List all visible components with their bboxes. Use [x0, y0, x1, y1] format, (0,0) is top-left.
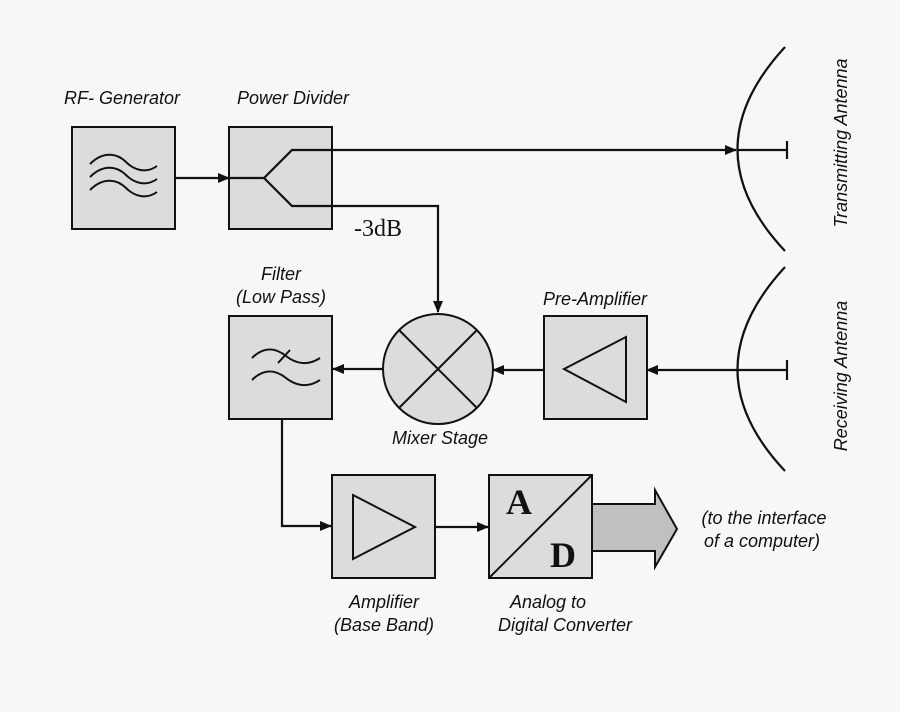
splitter-lower-branch	[263, 177, 332, 208]
rf-generator-label: RF- Generator	[64, 88, 181, 108]
output-arrow-icon	[591, 486, 679, 571]
sine-waves-icon	[89, 153, 158, 198]
output-label-line2: of a computer)	[704, 531, 820, 551]
receiving-antenna: Receiving Antenna	[736, 266, 851, 472]
adc-letter-a: A	[506, 482, 532, 522]
rf-generator-block: RF- Generator	[64, 88, 181, 230]
adc-letter-d: D	[550, 535, 576, 575]
transmitting-antenna: Transmitting Antenna	[736, 46, 851, 252]
receiving-antenna-label: Receiving Antenna	[831, 301, 851, 451]
rf-generator-box	[71, 126, 176, 230]
power-divider-block: Power Divider	[228, 88, 350, 230]
filter-label-line1: Filter	[261, 264, 302, 284]
pre-amplifier-block: Pre-Amplifier	[543, 289, 648, 420]
amplifier-box	[331, 474, 436, 579]
adc-label-line1: Analog to	[509, 592, 586, 612]
attenuation-label: -3dB	[354, 216, 402, 242]
filter-box	[228, 315, 333, 420]
mixer-label: Mixer Stage	[392, 428, 488, 448]
filter-label-line2: (Low Pass)	[236, 287, 326, 307]
adc-label-line2: Digital Converter	[498, 615, 633, 635]
amplifier-triangle-icon	[561, 335, 627, 404]
amplifier-label-line2: (Base Band)	[334, 615, 434, 635]
filter-block: Filter (Low Pass)	[228, 264, 333, 420]
amplifier-triangle-icon	[352, 493, 418, 561]
output-label-line1: (to the interface	[701, 508, 826, 528]
adc-block: A D Analog to Digital Converter	[488, 474, 633, 635]
pre-amplifier-label: Pre-Amplifier	[543, 289, 648, 309]
mixer-block: Mixer Stage	[382, 313, 494, 448]
pre-amplifier-box	[543, 315, 648, 420]
arrow-divider-to-mixer	[332, 204, 443, 313]
transmitting-antenna-label: Transmitting Antenna	[831, 58, 851, 227]
mixer-cross-stroke	[398, 329, 478, 409]
splitter-icon	[229, 148, 332, 180]
adc-diagonal	[488, 474, 593, 579]
power-divider-label: Power Divider	[237, 88, 350, 108]
arrow-filter-to-amplifier	[280, 419, 332, 531]
amplifier-label-line1: Amplifier	[348, 592, 420, 612]
low-pass-filter-icon	[251, 348, 321, 386]
amplifier-block: Amplifier (Base Band)	[331, 474, 436, 635]
